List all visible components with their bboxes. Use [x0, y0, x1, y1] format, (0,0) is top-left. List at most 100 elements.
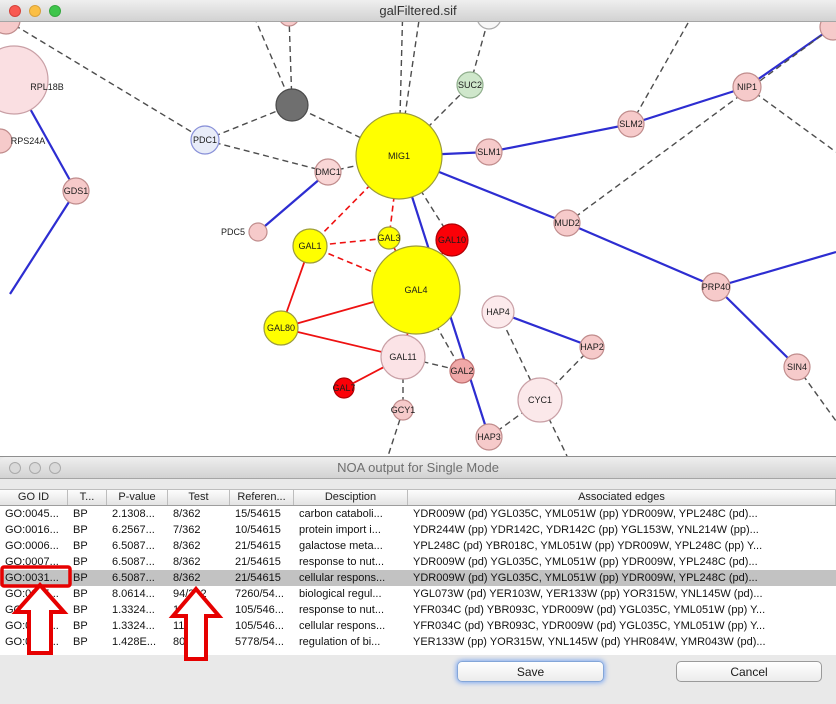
table-cell: YER133W (pp) YOR315W, YNL145W (pd) YHR08… — [413, 636, 766, 648]
node-label-RPL18B: RPL18B — [30, 82, 64, 92]
network-edge-HAP4-HAP2 — [497, 310, 593, 349]
dialog-buttons: Save Cancel — [0, 661, 836, 685]
table-cell: 8/362 — [173, 572, 201, 584]
node-label-GAL3: GAL3 — [377, 233, 400, 243]
network-node-NIP1[interactable] — [732, 72, 762, 102]
network-node-GAL1[interactable] — [292, 228, 328, 264]
network-node-corner-tl[interactable] — [0, 22, 21, 35]
network-node-GAL4[interactable] — [371, 245, 461, 335]
node-label-PDC5: PDC5 — [221, 227, 245, 237]
network-node-SUC2[interactable] — [456, 71, 484, 99]
network-node-PDC5[interactable] — [248, 222, 268, 242]
window-title: galFiltered.sif — [379, 3, 457, 18]
network-node-SLM2[interactable] — [617, 110, 645, 138]
network-node-GAL80[interactable] — [263, 310, 299, 346]
close-button[interactable] — [9, 462, 21, 474]
close-button[interactable] — [9, 5, 21, 17]
network-edge-SLM2-NIP1 — [630, 85, 748, 126]
noa-titlebar: NOA output for Single Mode — [0, 457, 836, 479]
network-node-HAP4[interactable] — [481, 295, 515, 329]
zoom-button[interactable] — [49, 462, 61, 474]
table-cell: 8/362 — [173, 540, 201, 552]
network-node-top-2[interactable] — [477, 22, 501, 30]
network-edge-MUD2-corner-tr — [566, 26, 834, 224]
table-cell: response to nut... — [299, 556, 384, 568]
network-node-HAP3[interactable] — [475, 423, 503, 451]
column-header-go-id[interactable]: GO ID — [0, 490, 68, 505]
network-edge-DMC1-PDC5 — [257, 171, 329, 233]
zoom-button[interactable] — [49, 5, 61, 17]
network-node-CYC1[interactable] — [517, 377, 563, 423]
network-node-MIG1[interactable] — [355, 112, 443, 200]
minimize-button[interactable] — [29, 5, 41, 17]
network-node-SLM1[interactable] — [475, 138, 503, 166]
table-cell: BP — [73, 572, 88, 584]
table-cell: 6.2567... — [112, 524, 155, 536]
node-label-MIG1: MIG1 — [388, 151, 410, 161]
network-node-MUD2[interactable] — [553, 209, 581, 237]
network-node-DMC1[interactable] — [314, 158, 342, 186]
network-edge-GCY1-offscreen — [387, 409, 404, 456]
network-node-GAL10[interactable] — [435, 223, 469, 257]
table-cell: YFR034C (pd) YBR093C, YDR009W (pd) YGL03… — [413, 620, 766, 632]
network-node-GAL11[interactable] — [380, 334, 426, 380]
network-node-GAL3[interactable] — [377, 226, 401, 250]
network-node-PDC1[interactable] — [190, 125, 220, 155]
network-node-HAP2[interactable] — [579, 334, 605, 360]
network-node-RPS24A[interactable] — [0, 128, 13, 154]
column-header-t-[interactable]: T... — [68, 490, 107, 505]
table-cell: YGL073W (pd) YER103W, YER133W (pp) YOR31… — [413, 588, 763, 600]
save-button[interactable]: Save — [457, 661, 604, 682]
network-node-top-1[interactable] — [279, 22, 299, 27]
column-header-desciption[interactable]: Desciption — [294, 490, 408, 505]
column-header-test[interactable]: Test — [168, 490, 230, 505]
network-node-gray-node[interactable] — [275, 88, 309, 122]
table-cell: BP — [73, 604, 88, 616]
network-node-GDS1[interactable] — [62, 177, 90, 205]
network-edge-PDC1-DMC1 — [204, 139, 329, 173]
network-edge-SLM1-SLM2 — [488, 122, 632, 154]
table-cell: biological regul... — [299, 588, 382, 600]
cancel-button[interactable]: Cancel — [676, 661, 822, 682]
table-cell: regulation of bi... — [299, 636, 381, 648]
node-label-MUD2: MUD2 — [554, 218, 580, 228]
table-cell: GO:0007... — [5, 556, 59, 568]
network-edge-MIG1-SUC2 — [398, 84, 471, 157]
column-header-referen-[interactable]: Referen... — [230, 490, 294, 505]
network-edge-MIG1-offscreen — [398, 22, 420, 157]
node-label-HAP4: HAP4 — [486, 307, 510, 317]
network-edge-PDC1-gray-node — [204, 104, 293, 141]
node-label-RPS24A: RPS24A — [11, 136, 46, 146]
table-cell: GO:0006... — [5, 540, 59, 552]
network-node-GCY1[interactable] — [392, 399, 414, 421]
table-cell: 7/362 — [173, 524, 201, 536]
window-controls — [9, 462, 61, 474]
table-cell: 21/54615 — [235, 556, 281, 568]
network-node-RPL18B[interactable] — [0, 45, 49, 115]
network-node-GAL2[interactable] — [449, 358, 475, 384]
network-node-PRP40[interactable] — [701, 272, 731, 302]
network-node-SIN4[interactable] — [783, 353, 811, 381]
minimize-button[interactable] — [29, 462, 41, 474]
network-node-corner-tr[interactable] — [819, 22, 836, 41]
column-header-associated-edges[interactable]: Associated edges — [408, 490, 836, 505]
column-header-p-value[interactable]: P-value — [107, 490, 168, 505]
table-cell: YDR244W (pp) YDR142C, YDR142C (pp) YGL15… — [413, 524, 759, 536]
network-node-GAL7[interactable] — [333, 377, 355, 399]
table-cell: 21/54615 — [235, 572, 281, 584]
table-cell: BP — [73, 540, 88, 552]
table-cell: BP — [73, 508, 88, 520]
network-canvas[interactable]: RPL18BRPS24AGDS1PDC1DMC1MIG1SUC2SLM1SLM2… — [0, 22, 836, 456]
